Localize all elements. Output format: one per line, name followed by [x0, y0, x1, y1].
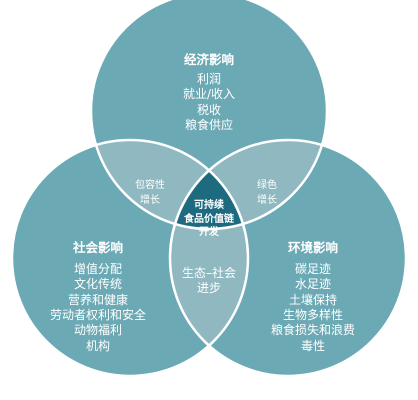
economic-item: 就业/收入 — [182, 87, 236, 102]
social-circle-outline — [10, 138, 250, 378]
environmental-title: 环境影响 — [287, 240, 338, 255]
economic-circle-outline — [89, 0, 329, 231]
environmental-item: 粮食损失和浪费 — [270, 323, 355, 338]
economic-social-line: 包容性 — [135, 180, 165, 191]
environmental-item: 水足迹 — [294, 277, 331, 292]
economic-item: 粮食供应 — [184, 118, 233, 133]
economic-item: 税收 — [196, 102, 221, 117]
economic-environmental-line: 绿色 — [257, 180, 277, 191]
center-line: 开发 — [199, 227, 219, 238]
economic-social-line: 增长 — [140, 194, 160, 206]
social-item: 增值分配 — [73, 262, 122, 276]
social-item: 营养和健康 — [67, 292, 128, 307]
environmental-item: 生物多样性 — [282, 308, 343, 323]
social-environmental-label: 生态–社会 进步 — [169, 266, 249, 297]
economic-item: 利润 — [196, 72, 221, 86]
center-overlap — [170, 140, 248, 229]
environmental-circle-outline — [168, 138, 408, 378]
social-items: 增值分配 文化传统 营养和健康 劳动者权利和安全 动物福利 机构 — [28, 262, 168, 354]
environmental-item: 碳足迹 — [294, 262, 331, 276]
center-line: 食品价值链 — [184, 213, 234, 225]
social-title: 社会影响 — [72, 240, 123, 255]
economic-title: 经济影响 — [183, 52, 234, 67]
social-environmental-line: 进步 — [196, 281, 221, 296]
environmental-items: 碳足迹 水足迹 土壤保持 生物多样性 粮食损失和浪费 毒性 — [243, 262, 383, 354]
center-line: 可持续 — [194, 200, 224, 211]
environmental-item: 土壤保持 — [288, 292, 337, 307]
social-item: 机构 — [85, 338, 110, 353]
environmental-item: 毒性 — [300, 338, 325, 353]
economic-items: 利润 就业/收入 税收 粮食供应 — [134, 72, 284, 133]
center-label: 可持续 食品价值链 开发 — [174, 199, 244, 240]
economic-environmental-line: 增长 — [257, 194, 277, 206]
social-item: 文化传统 — [73, 277, 122, 292]
social-item: 动物福利 — [73, 323, 122, 338]
social-environmental-line: 生态–社会 — [181, 266, 236, 280]
social-item: 劳动者权利和安全 — [49, 308, 146, 323]
economic-environmental-label: 绿色 增长 — [237, 179, 297, 208]
economic-social-label: 包容性 增长 — [120, 179, 180, 208]
